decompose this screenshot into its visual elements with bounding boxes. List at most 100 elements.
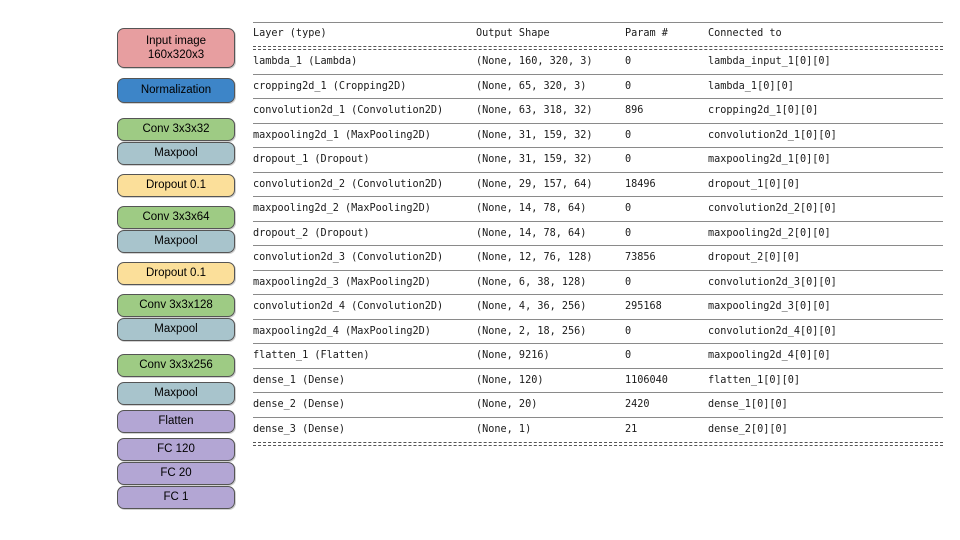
cell-layer: dense_2 (Dense)	[253, 399, 346, 410]
cell-output-shape: (None, 12, 76, 128)	[476, 252, 593, 263]
arch-block-maxpool-3: Maxpool	[117, 318, 235, 341]
arch-block-label: Dropout 0.1	[145, 179, 207, 192]
cell-output-shape: (None, 63, 318, 32)	[476, 105, 593, 116]
arch-block-label: FC 1	[163, 491, 189, 504]
arch-block-label: 160x320x3	[147, 49, 205, 61]
table-row: maxpooling2d_4 (MaxPooling2D)(None, 2, 1…	[253, 320, 943, 344]
cell-param: 1106040	[625, 374, 668, 386]
cell-output-shape: (None, 29, 157, 64)	[476, 178, 593, 190]
table-row-rule	[253, 294, 943, 295]
cell-connected-to: lambda_input_1[0][0]	[708, 56, 831, 67]
cell-connected-to: maxpooling2d_3[0][0]	[708, 301, 831, 312]
arch-block-maxpool-2: Maxpool	[117, 230, 235, 253]
arch-block-conv-2: Conv 3x3x64	[117, 206, 235, 229]
cell-output-shape: (None, 65, 320, 3)	[476, 80, 587, 92]
table-row-rule	[253, 220, 943, 222]
cell-output-shape: (None, 120)	[476, 374, 544, 386]
cell-connected-to: dense_2[0][0]	[708, 423, 788, 435]
table-top-rule	[253, 22, 943, 23]
table-row: maxpooling2d_1 (MaxPooling2D) (None, 31, …	[253, 124, 943, 148]
cell-output-shape: (None, 4, 36, 256)	[476, 301, 587, 312]
cell-layer: maxpooling2d_1 (MaxPooling2D)	[253, 129, 431, 141]
table-row-rule	[253, 318, 943, 320]
arch-block-label: Maxpool	[154, 387, 198, 400]
cell-layer: dense_3 (Dense)	[253, 423, 346, 435]
cell-layer: dropout_2 (Dropout)	[253, 227, 370, 239]
cell-connected-to: dropout_2[0][0]	[708, 252, 801, 263]
column-header-layer: Layer (type)	[253, 28, 327, 39]
cell-connected-to: maxpooling2d_2[0][0]	[708, 227, 831, 239]
column-header-output-shape: Output Shape	[476, 28, 550, 39]
table-row: convolution2d_1 (Convolution2D)(None, 63…	[253, 99, 943, 123]
arch-block-dropout-2: Dropout 0.1	[117, 262, 235, 285]
table-row-rule	[253, 392, 943, 393]
table-row-rule	[253, 269, 943, 271]
cell-connected-to: convolution2d_1[0][0]	[708, 129, 837, 141]
cell-output-shape: (None, 1)	[476, 423, 532, 435]
cell-connected-to: convolution2d_3[0][0]	[708, 276, 837, 288]
cell-output-shape: (None, 31, 159, 32)	[476, 129, 593, 141]
table-row-rule	[253, 171, 943, 173]
table-row: convolution2d_2 (Convolution2D) (None, 29…	[253, 173, 943, 197]
arch-block-label: Flatten	[158, 415, 194, 428]
arch-block-fc-20: FC 20	[117, 462, 235, 485]
cell-param: 0	[625, 56, 632, 67]
table-row-rule	[253, 367, 943, 369]
arch-block-flatten: Flatten	[117, 410, 235, 433]
table-header-double-rule	[253, 46, 943, 50]
table-row: cropping2d_1 (Cropping2D) (None, 65, 320,…	[253, 75, 943, 99]
table-row-rule	[253, 147, 943, 148]
table-row: maxpooling2d_2 (MaxPooling2D)(None, 14, …	[253, 197, 943, 221]
table-row-rule	[253, 343, 943, 344]
arch-block-label: Dropout 0.1	[145, 267, 207, 280]
cell-connected-to: maxpooling2d_4[0][0]	[708, 350, 831, 361]
cell-output-shape: (None, 20)	[476, 399, 538, 410]
arch-block-label: Maxpool	[154, 147, 198, 160]
cell-output-shape: (None, 6, 38, 128)	[476, 276, 587, 288]
arch-block-label: Input image	[145, 34, 207, 47]
table-row-rule	[253, 73, 943, 75]
cell-output-shape: (None, 14, 78, 64)	[476, 227, 587, 239]
table-row-rule	[253, 196, 943, 197]
arch-block-label: Maxpool	[154, 323, 198, 336]
cell-param: 73856	[625, 252, 656, 263]
table-header-row: Layer (type) Output Shape Param # Connec…	[253, 23, 943, 45]
cell-output-shape: (None, 9216)	[476, 350, 550, 361]
arch-block-conv-3: Conv 3x3x128	[117, 294, 235, 317]
arch-block-label: Maxpool	[154, 235, 198, 248]
cell-layer: flatten_1 (Flatten)	[253, 350, 370, 361]
cell-connected-to: convolution2d_4[0][0]	[708, 325, 837, 337]
cell-layer: convolution2d_2 (Convolution2D)	[253, 178, 444, 190]
cell-param: 0	[625, 227, 632, 239]
arch-block-fc-1: FC 1	[117, 486, 235, 509]
cell-layer: maxpooling2d_4 (MaxPooling2D)	[253, 325, 431, 337]
cell-layer: dense_1 (Dense)	[253, 374, 346, 386]
column-header-connected-to: Connected to	[708, 28, 782, 39]
arch-block-input-image: Input image 160x320x3	[117, 28, 235, 68]
arch-block-label: Conv 3x3x128	[139, 299, 213, 312]
cell-output-shape: (None, 31, 159, 32)	[476, 154, 593, 165]
model-summary-table: Layer (type) Output Shape Param # Connec…	[253, 22, 943, 446]
arch-block-label: Conv 3x3x64	[142, 211, 210, 224]
table-row: convolution2d_4 (Convolution2D)(None, 4,…	[253, 295, 943, 319]
cell-param: 896	[625, 105, 644, 116]
cell-layer: convolution2d_3 (Convolution2D)	[253, 252, 444, 263]
table-row-rule	[253, 98, 943, 99]
cell-param: 295168	[625, 301, 662, 312]
table-row-rule	[253, 245, 943, 246]
column-header-param: Param #	[625, 28, 668, 39]
cell-connected-to: flatten_1[0][0]	[708, 374, 801, 386]
cell-output-shape: (None, 160, 320, 3)	[476, 56, 593, 67]
cell-connected-to: dropout_1[0][0]	[708, 178, 801, 190]
cell-layer: maxpooling2d_2 (MaxPooling2D)	[253, 203, 431, 214]
arch-block-maxpool-4: Maxpool	[117, 382, 235, 405]
cell-connected-to: dense_1[0][0]	[708, 399, 788, 410]
arch-block-label: Conv 3x3x256	[139, 359, 213, 372]
cell-layer: cropping2d_1 (Cropping2D)	[253, 80, 407, 92]
cell-layer: dropout_1 (Dropout)	[253, 154, 370, 165]
arch-block-label: Normalization	[140, 84, 212, 97]
